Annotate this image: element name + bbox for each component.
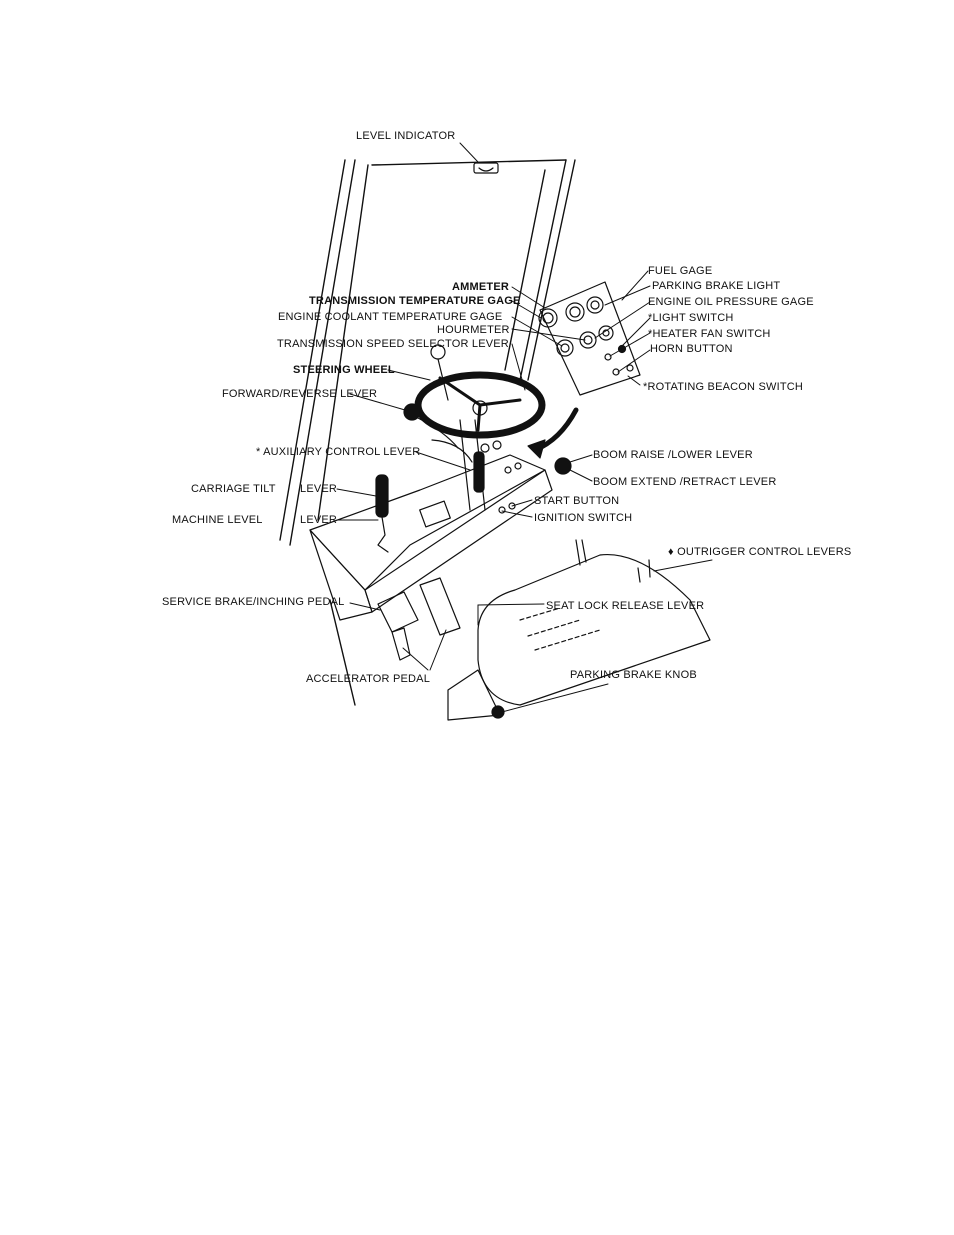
label-auxiliary-control-lever: * AUXILIARY CONTROL LEVER — [256, 446, 421, 458]
cab-frame — [279, 159, 576, 706]
label-engine-oil-pressure-gage: ENGINE OIL PRESSURE GAGE — [648, 296, 814, 308]
label-fuel-gage: FUEL GAGE — [648, 265, 713, 277]
console-body — [309, 440, 553, 621]
operator-seat — [447, 539, 711, 721]
pedals — [377, 577, 461, 661]
level-indicator-icon — [473, 162, 499, 174]
label-hourmeter: HOURMETER — [437, 324, 510, 336]
label-level-indicator: LEVEL INDICATOR — [356, 130, 456, 142]
leader-lines — [336, 142, 713, 713]
steering-wheel-icon — [414, 344, 546, 511]
label-outrigger-control-levers: ♦ OUTRIGGER CONTROL LEVERS — [668, 546, 852, 558]
label-boom-raise-lower-lever: BOOM RAISE /LOWER LEVER — [593, 449, 753, 461]
forward-reverse-lever-icon — [403, 403, 459, 449]
label-start-button: START BUTTON — [534, 495, 620, 507]
label-ammeter: AMMETER — [452, 281, 510, 293]
label-transmission-temperature-gage: TRANSMISSION TEMPERATURE GAGE — [309, 295, 521, 307]
label-boom-extend-retract-lever: BOOM EXTEND /RETRACT LEVER — [593, 476, 777, 488]
label-rotating-beacon-switch: *ROTATING BEACON SWITCH — [643, 381, 804, 393]
label-carriage-tilt: CARRIAGE TILT — [191, 483, 276, 495]
label-forward-reverse-lever: FORWARD/REVERSE LEVER — [222, 388, 378, 400]
label-machine-level: MACHINE LEVEL — [172, 514, 263, 526]
label-light-switch: *LIGHT SWITCH — [648, 312, 734, 324]
label-horn-button: HORN BUTTON — [650, 343, 733, 355]
label-accelerator-pedal: ACCELERATOR PEDAL — [306, 673, 431, 685]
instrument-panel — [538, 281, 641, 396]
label-carriage-tilt-lever: LEVER — [300, 483, 338, 495]
label-heater-fan-switch: *HEATER FAN SWITCH — [648, 328, 771, 340]
label-machine-level-lever: LEVER — [300, 514, 338, 526]
label-parking-brake-light: PARKING BRAKE LIGHT — [652, 280, 781, 292]
boom-lever-icon — [527, 407, 579, 475]
label-engine-coolant-temperature-gage: ENGINE COOLANT TEMPERATURE GAGE — [278, 311, 503, 323]
label-steering-wheel: STEERING WHEEL — [293, 364, 395, 376]
auxiliary-control-lever-icon — [431, 439, 485, 493]
label-ignition-switch: IGNITION SWITCH — [534, 512, 633, 524]
label-transmission-speed-selector-lever: TRANSMISSION SPEED SELECTOR LEVER — [277, 338, 509, 350]
label-service-brake-inching-pedal: SERVICE BRAKE/INCHING PEDAL — [162, 596, 345, 608]
carriage-tilt-lever-icon — [375, 474, 389, 553]
label-parking-brake-knob: PARKING BRAKE KNOB — [570, 669, 697, 681]
label-seat-lock-release-lever: SEAT LOCK RELEASE LEVER — [546, 600, 705, 612]
